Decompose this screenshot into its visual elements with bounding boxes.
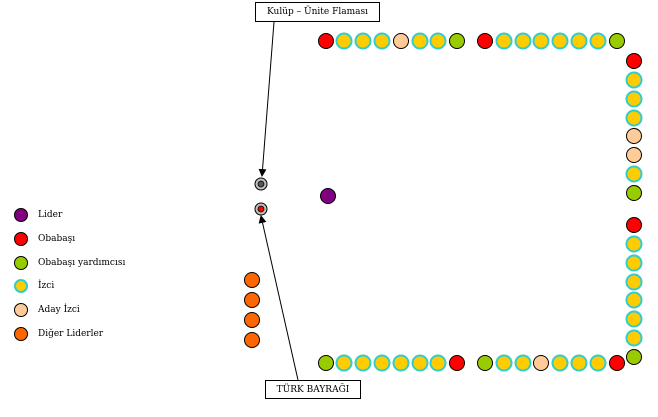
bottom-row-member — [477, 355, 493, 371]
top-row-member — [551, 32, 569, 50]
right-upper-member — [626, 53, 642, 69]
top-row-member — [449, 33, 465, 49]
top-row-member — [570, 32, 588, 50]
right-lower-member — [625, 291, 643, 309]
legend-label: Lider — [38, 210, 63, 220]
other-leader-member — [244, 272, 260, 288]
top-row-member — [477, 33, 493, 49]
right-upper-member — [626, 147, 642, 163]
top-row-member — [514, 32, 532, 50]
bottom-row-member — [514, 354, 532, 372]
right-lower-member — [625, 254, 643, 272]
patrol-leader-icon — [14, 232, 28, 246]
top-row-member — [609, 33, 625, 49]
top-row-member — [411, 32, 429, 50]
top-row-member — [335, 32, 353, 50]
legend-label: Diğer Liderler — [38, 329, 104, 339]
legend-item-assistant: Obabaşı yardımcısı — [14, 254, 125, 272]
scout-icon — [14, 279, 28, 293]
bottom-row-member — [411, 354, 429, 372]
bottom-row-member — [449, 355, 465, 371]
legend-item-patrol-leader: Obabaşı — [14, 230, 75, 248]
turkish-flag-label: TÜRK BAYRAĞI — [265, 380, 361, 399]
right-upper-member — [625, 109, 643, 127]
right-lower-member — [625, 235, 643, 253]
unit-flag-inner — [257, 180, 265, 188]
right-upper-member — [626, 128, 642, 144]
legend-item-candidate: Aday İzci — [14, 301, 80, 319]
bottom-row-member — [551, 354, 569, 372]
top-row-member — [429, 32, 447, 50]
bottom-row-member — [589, 354, 607, 372]
legend-label: İzci — [38, 281, 55, 291]
other-leader-member — [244, 312, 260, 328]
assistant-patrol-leader-icon — [14, 256, 28, 270]
legend-item-scout: İzci — [14, 277, 54, 295]
top-row-member — [393, 33, 409, 49]
right-upper-member — [625, 165, 643, 183]
leader-icon — [14, 208, 28, 222]
bottom-row-member — [495, 354, 513, 372]
leader-member — [320, 188, 336, 204]
right-lower-member — [625, 273, 643, 291]
legend-label: Aday İzci — [38, 305, 80, 315]
top-row-member — [373, 32, 391, 50]
bottom-row-member — [354, 354, 372, 372]
bottom-row-member — [429, 354, 447, 372]
bottom-row-member — [335, 354, 353, 372]
formation-members — [244, 32, 643, 372]
right-upper-member — [625, 71, 643, 89]
unit-flag-arrow — [258, 21, 275, 177]
bottom-row-member — [609, 355, 625, 371]
top-row-member — [354, 32, 372, 50]
top-row-member — [532, 32, 550, 50]
bottom-row-member — [570, 354, 588, 372]
legend-label: Obabaşı — [38, 234, 76, 244]
flag-positions — [254, 177, 268, 216]
other-leader-member — [244, 292, 260, 308]
top-row-member — [589, 32, 607, 50]
right-lower-member — [626, 349, 642, 365]
right-lower-member — [626, 217, 642, 233]
bottom-row-member — [318, 355, 334, 371]
top-row-member — [318, 33, 334, 49]
top-row-member — [495, 32, 513, 50]
bottom-row-member — [373, 354, 391, 372]
other-leaders-icon — [14, 327, 28, 341]
other-leader-member — [244, 332, 260, 348]
right-lower-member — [625, 329, 643, 347]
legend-item-other-leaders: Diğer Liderler — [14, 325, 103, 343]
unit-flag-label: Kulüp – Ünite Flaması — [255, 2, 380, 22]
bottom-row-member — [392, 354, 410, 372]
right-lower-member — [625, 310, 643, 328]
bottom-row-member — [533, 355, 549, 371]
right-upper-member — [626, 185, 642, 201]
turkish-flag-arrow — [258, 215, 299, 381]
legend-item-leader: Lider — [14, 206, 62, 224]
candidate-scout-icon — [14, 303, 28, 317]
legend-label: Obabaşı yardımcısı — [38, 258, 126, 268]
right-upper-member — [625, 90, 643, 108]
turkish-flag-inner — [257, 205, 265, 213]
